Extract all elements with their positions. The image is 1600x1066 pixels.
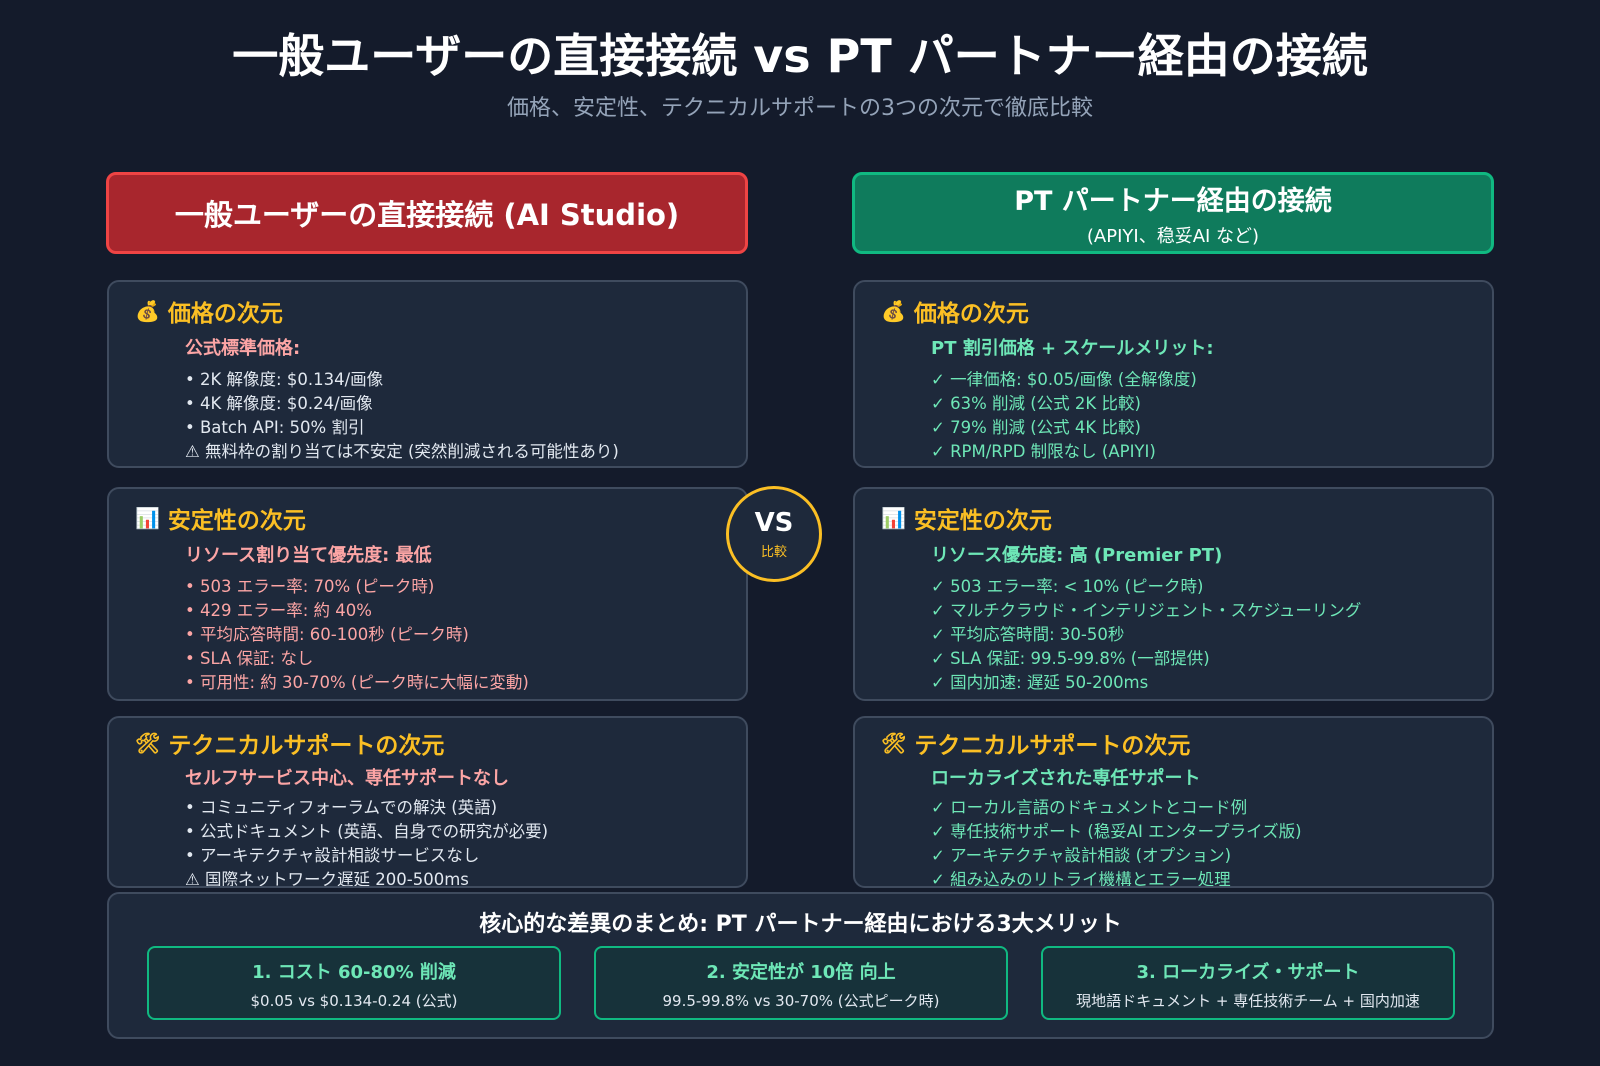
list-item: • Batch API: 50% 割引 (185, 418, 365, 437)
list-item: • 2K 解像度: $0.134/画像 (185, 370, 384, 389)
direct-price-card: 💰 価格の次元 公式標準価格: • 2K 解像度: $0.134/画像 • 4K 解… (107, 280, 748, 468)
list-item: ✓ マルチクラウド・インテリジェント・スケジューリング (931, 601, 1362, 620)
vs-sublabel: 比較 (760, 544, 787, 560)
list-item: ✓ SLA 保証: 99.5-99.8% (一部提供) (931, 649, 1210, 668)
vs-label: VS (754, 507, 794, 538)
list-item: • コミュニティフォーラムでの解決 (英語) (185, 798, 498, 817)
list-item: ✓ 79% 削減 (公式 4K 比較) (931, 418, 1141, 437)
list-item: • 503 エラー率: 70% (ピーク時) (185, 577, 435, 596)
list-item: ✓ 平均応答時間: 30-50秒 (931, 625, 1125, 644)
partner-header-subtitle: (APIYI、稳妥AI など) (1086, 225, 1260, 247)
list-item: ✓ ローカル言語のドキュメントとコード例 (931, 798, 1248, 817)
merit-title: 3. ローカライズ・サポート (1136, 962, 1360, 983)
vs-badge: VS 比較 (726, 486, 822, 582)
card-subtitle: リソース割り当て優先度: 最低 (185, 545, 432, 566)
merit-card-support: 3. ローカライズ・サポート現地語ドキュメント + 専任技術チーム + 国内加速 (1041, 946, 1455, 1020)
card-subtitle: ローカライズされた専任サポート (931, 768, 1201, 789)
card-subtitle: 公式標準価格: (185, 338, 301, 359)
list-item: • 可用性: 約 30-70% (ピーク時に大幅に変動) (185, 673, 529, 692)
money-bag-icon: 💰 (135, 299, 160, 323)
list-item: • 平均応答時間: 60-100秒 (ピーク時) (185, 625, 469, 644)
page-subtitle: 価格、安定性、テクニカルサポートの3つの次元で徹底比較 (507, 96, 1093, 121)
page-title: 一般ユーザーの直接接続 vs PT パートナー経由の接続 (232, 29, 1368, 83)
list-item: ✓ 63% 削減 (公式 2K 比較) (931, 394, 1141, 413)
bar-chart-icon: 📊 (135, 506, 160, 530)
card-title: テクニカルサポートの次元 (168, 733, 445, 759)
merit-card-stability: 2. 安定性が 10倍 向上 99.5-99.8% vs 30-70% (公式ピー… (594, 946, 1008, 1020)
warning-item: ⚠ 国際ネットワーク遅延 200-500ms (185, 870, 469, 888)
card-title: テクニカルサポートの次元 (914, 733, 1191, 759)
card-subtitle: PT 割引価格 + スケールメリット: (931, 338, 1214, 359)
list-item: ✓ アーキテクチャ設計相談 (オプション) (931, 846, 1232, 865)
direct-header-title: 一般ユーザーの直接接続 (AI Studio) (174, 198, 680, 232)
list-item: • SLA 保証: なし (185, 649, 314, 668)
tools-icon: 🛠 (881, 731, 907, 755)
card-title: 安定性の次元 (913, 508, 1052, 534)
partner-header-title: PT パートナー経由の接続 (1014, 185, 1332, 217)
money-bag-icon: 💰 (881, 299, 906, 323)
list-item: ✓ 専任技術サポート (稳妥AI エンタープライズ版) (931, 822, 1302, 841)
card-title: 安定性の次元 (167, 508, 306, 534)
merit-card-cost: 1. コスト 60-80% 削減 $0.05 vs $0.134-0.24 (公式… (147, 946, 561, 1020)
partner-price-card: 💰 価格の次元 PT 割引価格 + スケールメリット: ✓ 一律価格: $0.05… (853, 280, 1494, 468)
list-item: • 429 エラー率: 約 40% (185, 601, 372, 620)
direct-connection-header: 一般ユーザーの直接接続 (AI Studio) (106, 172, 748, 254)
partner-connection-header: PT パートナー経由の接続 (APIYI、稳妥AI など) (852, 172, 1494, 254)
merit-detail: $0.05 vs $0.134-0.24 (公式) (250, 992, 458, 1010)
merit-title: 1. コスト 60-80% 削減 (252, 962, 456, 983)
partner-stability-card: 📊 安定性の次元 リソース優先度: 高 (Premier PT) ✓ 503 エラ… (853, 487, 1494, 701)
card-subtitle: セルフサービス中心、専任サポートなし (185, 768, 509, 789)
warning-item: ⚠ 無料枠の割り当ては不安定 (突然削減される可能性あり) (185, 442, 619, 461)
partner-support-card: 🛠 テクニカルサポートの次元 ローカライズされた専任サポート ✓ ローカル言語のド… (853, 716, 1494, 888)
list-item: • アーキテクチャ設計相談サービスなし (185, 846, 480, 865)
list-item: ✓ RPM/RPD 制限なし (APIYI) (931, 442, 1156, 461)
list-item: ✓ 503 エラー率: < 10% (ピーク時) (931, 577, 1204, 596)
merit-detail: 99.5-99.8% vs 30-70% (公式ピーク時) (662, 992, 940, 1010)
card-subtitle: リソース優先度: 高 (Premier PT) (931, 545, 1223, 566)
card-title: 価格の次元 (913, 301, 1029, 327)
card-title: 価格の次元 (167, 301, 283, 327)
list-item: • 公式ドキュメント (英語、自身での研究が必要) (185, 822, 549, 841)
merit-title: 2. 安定性が 10倍 向上 (706, 962, 896, 983)
direct-support-card: 🛠 テクニカルサポートの次元 セルフサービス中心、専任サポートなし • コミュニテ… (107, 716, 748, 888)
list-item: ✓ 一律価格: $0.05/画像 (全解像度) (931, 370, 1197, 389)
merit-detail: 現地語ドキュメント + 専任技術チーム + 国内加速 (1076, 992, 1420, 1010)
summary-title: 核心的な差異のまとめ: PT パートナー経由における3大メリット (479, 912, 1122, 937)
list-item: • 4K 解像度: $0.24/画像 (185, 394, 373, 413)
bar-chart-icon: 📊 (881, 506, 906, 530)
list-item: ✓ 組み込みのリトライ機構とエラー処理 (931, 870, 1231, 888)
summary-panel: 核心的な差異のまとめ: PT パートナー経由における3大メリット 1. コスト … (107, 892, 1494, 1039)
list-item: ✓ 国内加速: 遅延 50-200ms (931, 673, 1149, 692)
tools-icon: 🛠 (135, 731, 161, 755)
direct-stability-card: 📊 安定性の次元 リソース割り当て優先度: 最低 • 503 エラー率: 70% … (107, 487, 748, 701)
